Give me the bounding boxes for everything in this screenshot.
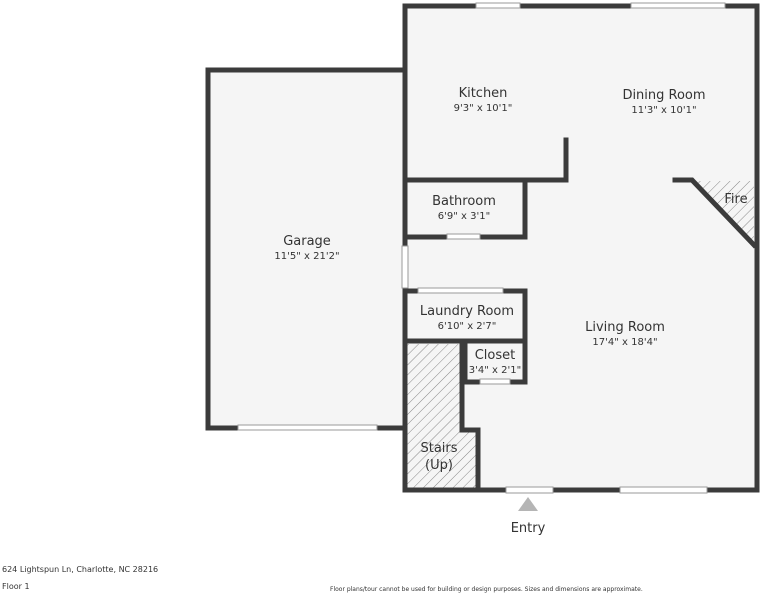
- window: [630, 2, 726, 9]
- closet-label: Closet: [475, 348, 516, 363]
- disclaimer: Floor plans/tour cannot be used for buil…: [330, 586, 643, 593]
- living-room-dimensions: 17'4" x 18'4": [592, 337, 657, 348]
- dining-room-dimensions: 11'3" x 10'1": [631, 105, 696, 116]
- dining-room-label: Dining Room: [622, 88, 705, 103]
- door-opening: [479, 378, 511, 385]
- laundry-room-label: Laundry Room: [420, 304, 514, 319]
- walls: [205, 3, 760, 493]
- door-opening: [505, 486, 554, 494]
- floor-label: Floor 1: [2, 582, 30, 591]
- window: [237, 424, 378, 431]
- bathroom-dimensions: 6'9" x 3'1": [438, 211, 490, 222]
- door-opening: [446, 233, 481, 240]
- windows: [237, 2, 726, 494]
- closet-dimensions: 3'4" x 2'1": [469, 365, 521, 376]
- garage-dimensions: 11'5" x 21'2": [274, 251, 339, 262]
- fireplace-label: Fire: [724, 192, 747, 207]
- bathroom-label: Bathroom: [432, 194, 496, 209]
- kitchen-dimensions: 9'3" x 10'1": [454, 103, 513, 114]
- door-opening: [401, 245, 409, 289]
- window: [619, 486, 708, 494]
- entry-arrow-icon: [518, 497, 538, 511]
- window: [475, 2, 521, 9]
- door-opening: [417, 287, 504, 294]
- stairs-label: Stairs: [420, 441, 457, 456]
- property-address: 624 Lightspun Ln, Charlotte, NC 28216: [2, 565, 159, 574]
- garage-label: Garage: [283, 234, 331, 249]
- living-room-label: Living Room: [585, 320, 665, 335]
- laundry-room-dimensions: 6'10" x 2'7": [438, 321, 497, 332]
- entry-label: Entry: [511, 521, 546, 536]
- stairs-direction: (Up): [425, 458, 453, 473]
- kitchen-label: Kitchen: [459, 86, 508, 101]
